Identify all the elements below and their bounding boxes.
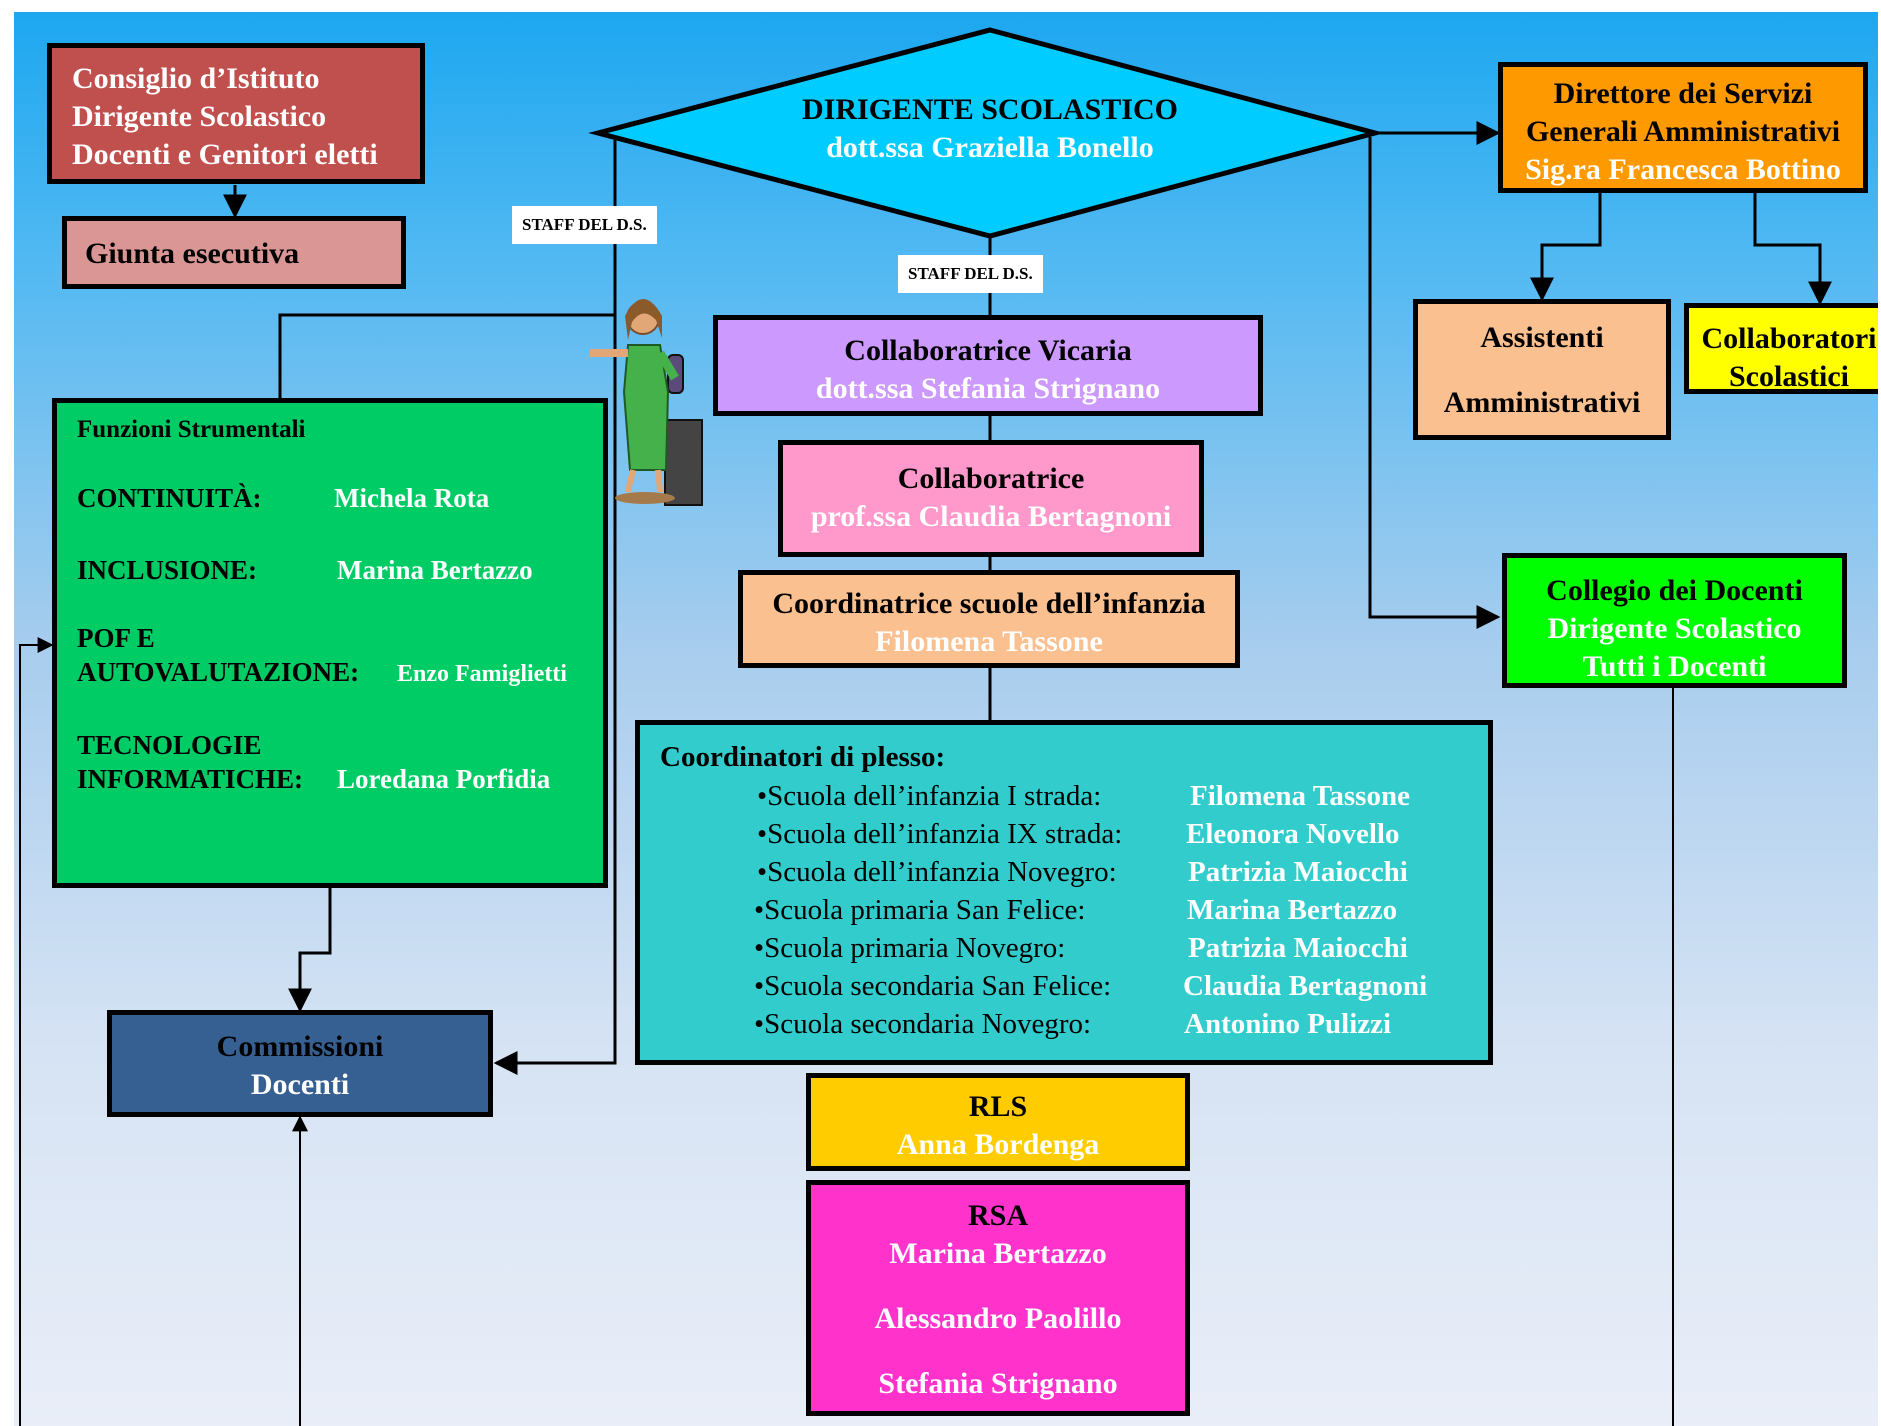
dirigente-text: DIRIGENTE SCOLASTICO dott.ssa Graziella … (760, 91, 1220, 167)
giunta-esecutiva-box: Giunta esecutiva (62, 216, 406, 289)
funzioni-to-commissioni-line (288, 888, 332, 1013)
plesso-school: •Scuola secondaria Novegro: (754, 1008, 1092, 1040)
dirigente-to-commissioni-line (493, 140, 617, 1075)
collaboratrice-title: Collaboratrice (897, 462, 1085, 495)
coordinatori-plesso-box: Coordinatori di plesso: •Scuola dell’inf… (635, 720, 1493, 1065)
consiglio-line-3: Docenti e Genitori eletti (72, 138, 378, 171)
tecno-name: Loredana Porfidia (337, 764, 551, 794)
dsga-line-1: Direttore dei Servizi (1553, 77, 1813, 110)
collaboratori-line-1: Collaboratori (1701, 322, 1877, 355)
plesso-school: •Scuola dell’infanzia I strada: (757, 780, 1102, 812)
rls-name: Anna Bordenga (896, 1128, 1100, 1161)
coordinatrice-title: Coordinatrice scuole dell’infanzia (772, 587, 1206, 620)
plesso-coordinator: Patrizia Maiocchi (1188, 856, 1408, 888)
dirigente-title: DIRIGENTE SCOLASTICO (802, 93, 1178, 126)
plesso-coordinator: Claudia Bertagnoni (1183, 970, 1428, 1002)
consiglio-istituto-box: Consiglio d’Istituto Dirigente Scolastic… (47, 43, 425, 184)
dsga-name: Sig.ra Francesca Bottino (1525, 153, 1841, 186)
plesso-school: •Scuola dell’infanzia Novegro: (757, 856, 1117, 888)
staff-branch-line (278, 313, 615, 398)
pof-label-2: AUTOVALUTAZIONE: (77, 657, 360, 687)
plesso-school: •Scuola primaria San Felice: (754, 894, 1086, 926)
rsa-member: Stefania Strignano (878, 1367, 1118, 1400)
collegio-title: Collegio dei Docenti (1546, 574, 1803, 607)
coordinatrice-name: Filomena Tassone (875, 625, 1103, 658)
commissioni-line-1: Commissioni (216, 1030, 384, 1063)
commissioni-docenti-box: Commissioni Docenti (107, 1010, 493, 1117)
collaboratori-scolastici-box: Collaboratori Scolastici (1684, 303, 1881, 394)
funzioni-strumentali-box: Funzioni Strumentali CONTINUITÀ: Michela… (52, 398, 608, 888)
dsga-to-collaboratori-line (1753, 193, 1832, 306)
dirigente-diamond (588, 27, 1385, 239)
consiglio-line-2: Dirigente Scolastico (72, 100, 327, 133)
staff-label-left: STAFF DEL D.S. (512, 206, 657, 244)
rsa-member: Alessandro Paolillo (874, 1302, 1122, 1335)
vicaria-title: Collaboratrice Vicaria (844, 334, 1132, 367)
collaboratrice-name: prof.ssa Claudia Bertagnoni (810, 500, 1172, 533)
dirigente-name: dott.ssa Graziella Bonello (826, 131, 1154, 164)
plesso-title: Coordinatori di plesso: (660, 741, 946, 773)
dsga-line-2: Generali Amministrativi (1525, 115, 1841, 148)
consiglio-line-1: Consiglio d’Istituto (72, 62, 320, 95)
pof-name: Enzo Famiglietti (397, 661, 567, 687)
tecno-label-2: INFORMATICHE: (77, 764, 303, 794)
left-loop-line (19, 637, 54, 1426)
staff-label-center: STAFF DEL D.S. (898, 255, 1043, 293)
plesso-school: •Scuola dell’infanzia IX strada: (757, 818, 1123, 850)
continuita-name: Michela Rota (334, 483, 490, 513)
plesso-coordinator: Antonino Pulizzi (1184, 1008, 1392, 1040)
vicaria-name: dott.ssa Stefania Strignano (815, 372, 1161, 405)
collaboratori-line-2: Scolastici (1729, 360, 1849, 393)
funzioni-title: Funzioni Strumentali (77, 416, 306, 443)
pof-label-1: POF E (77, 623, 155, 653)
staff-figure-illustration (590, 299, 703, 506)
rsa-title: RSA (967, 1199, 1028, 1232)
rls-title: RLS (968, 1090, 1028, 1123)
plesso-coordinator: Filomena Tassone (1190, 780, 1410, 812)
collegio-docenti-box: Collegio dei Docenti Dirigente Scolastic… (1502, 553, 1847, 688)
assistenti-line-1: Assistenti (1480, 321, 1604, 354)
collaboratrice-box: Collaboratrice prof.ssa Claudia Bertagno… (778, 440, 1204, 557)
commissioni-line-2: Docenti (250, 1068, 350, 1101)
assistenti-box: Assistenti Amministrativi (1413, 299, 1671, 440)
rsa-member: Marina Bertazzo (889, 1237, 1107, 1270)
dsga-to-assistenti-line (1530, 193, 1602, 302)
plesso-coordinator: Eleonora Novello (1186, 818, 1400, 850)
assistenti-line-2: Amministrativi (1443, 386, 1641, 419)
inclusione-label: INCLUSIONE: (77, 555, 258, 585)
plesso-school: •Scuola secondaria San Felice: (754, 970, 1112, 1002)
coordinatrice-infanzia-box: Coordinatrice scuole dell’infanzia Filom… (738, 570, 1240, 668)
plesso-school: •Scuola primaria Novegro: (754, 932, 1066, 964)
rls-box: RLS Anna Bordenga (806, 1073, 1190, 1171)
dsga-box: Direttore dei Servizi Generali Amministr… (1498, 62, 1868, 193)
rsa-box: RSA Marina Bertazzo Alessandro Paolillo … (806, 1180, 1190, 1416)
vicaria-box: Collaboratrice Vicaria dott.ssa Stefania… (713, 315, 1263, 416)
dirigente-to-collegio-line (1368, 137, 1501, 629)
giunta-label: Giunta esecutiva (85, 237, 300, 270)
collegio-line-2: Dirigente Scolastico (1547, 612, 1802, 645)
continuita-label: CONTINUITÀ: (77, 483, 262, 513)
plesso-coordinator: Patrizia Maiocchi (1188, 932, 1408, 964)
plesso-coordinator: Marina Bertazzo (1187, 894, 1398, 926)
tecno-label-1: TECNOLOGIE (77, 730, 262, 760)
collegio-line-3: Tutti i Docenti (1582, 650, 1767, 683)
inclusione-name: Marina Bertazzo (337, 555, 533, 585)
